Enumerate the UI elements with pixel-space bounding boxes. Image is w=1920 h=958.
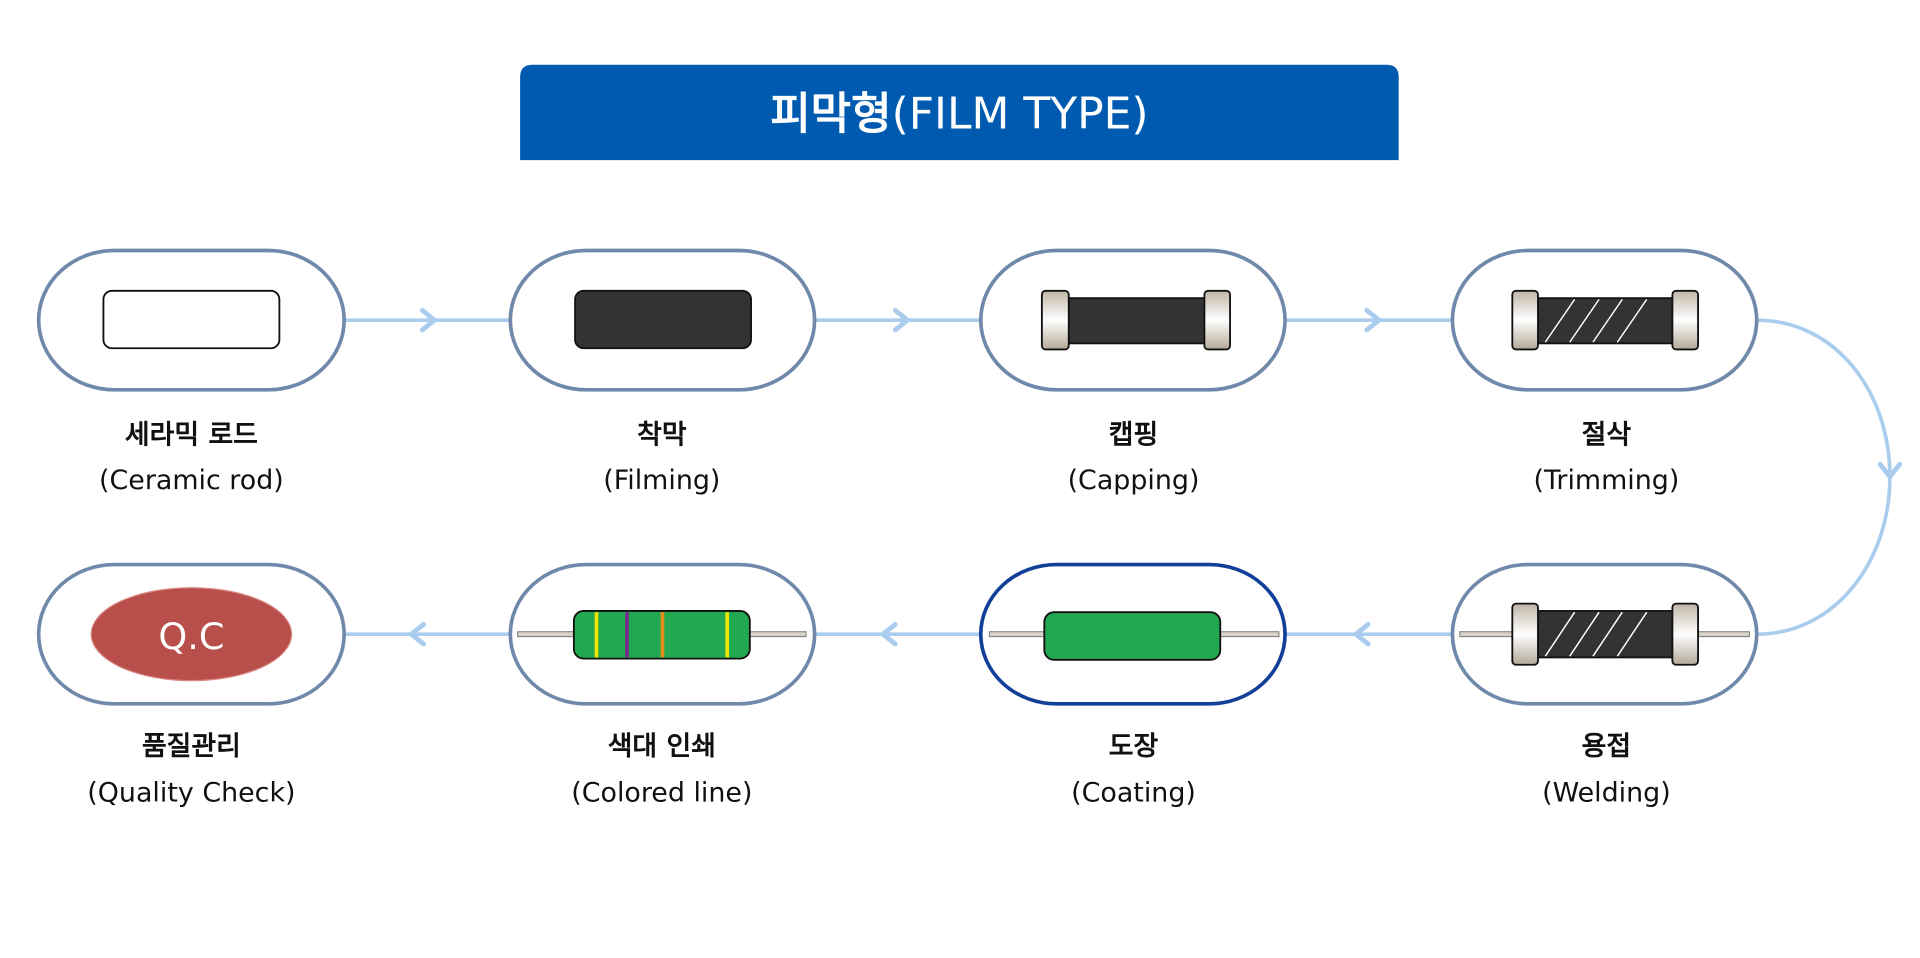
step-coating: 도장 (Coating) bbox=[978, 562, 1287, 809]
arrow-down-icon bbox=[1877, 461, 1903, 479]
connectors bbox=[344, 307, 1903, 647]
qc-badge-text: Q.C bbox=[158, 615, 224, 658]
arrow-left-icon bbox=[880, 621, 898, 647]
coated-resistor-icon bbox=[988, 611, 1280, 661]
step-label-english: (Quality Check) bbox=[87, 778, 295, 809]
step-label-korean: 품질관리 bbox=[142, 731, 241, 762]
step-label-korean: 착막 bbox=[637, 420, 687, 451]
arrow-left-icon bbox=[408, 621, 427, 647]
step-colored-line: 색대 인쇄 (Colored line) bbox=[508, 562, 817, 809]
arrow-right-icon bbox=[1364, 307, 1382, 333]
step-label-korean: 색대 인쇄 bbox=[608, 731, 716, 762]
step-label-korean: 도장 bbox=[1109, 731, 1159, 762]
step-label-english: (Capping) bbox=[1068, 465, 1200, 496]
step-label-english: (Trimming) bbox=[1533, 465, 1679, 496]
arrow-right-icon bbox=[419, 307, 438, 333]
color-banded-resistor-icon bbox=[517, 610, 807, 660]
arrow-left-icon bbox=[1353, 621, 1371, 647]
step-welding: 용접 (Welding) bbox=[1450, 562, 1759, 809]
page-title: 피막형(FILM TYPE) bbox=[770, 88, 1148, 139]
step-label-korean: 세라믹 로드 bbox=[125, 420, 258, 451]
step-quality-check: Q.C 품질관리 (Quality Check) bbox=[36, 562, 346, 809]
welded-resistor-icon bbox=[1459, 602, 1750, 666]
qc-badge-icon: Q.C bbox=[90, 587, 293, 682]
step-capping: 캡핑 (Capping) bbox=[978, 248, 1287, 496]
step-label-korean: 절삭 bbox=[1582, 420, 1632, 451]
step-label-english: (Colored line) bbox=[571, 778, 752, 809]
ceramic-rod-icon bbox=[102, 289, 281, 350]
arrow-right-icon bbox=[892, 307, 910, 333]
step-trimming: 절삭 (Trimming) bbox=[1450, 248, 1759, 496]
step-label-english: (Filming) bbox=[603, 465, 720, 496]
step-label-korean: 캡핑 bbox=[1109, 420, 1158, 451]
step-label-english: (Ceramic rod) bbox=[99, 465, 284, 496]
step-label-english: (Coating) bbox=[1071, 778, 1196, 809]
filmed-rod-icon bbox=[574, 289, 752, 350]
title-english: (FILM TYPE) bbox=[892, 88, 1149, 139]
step-label-english: (Welding) bbox=[1542, 778, 1671, 809]
step-label-korean: 용접 bbox=[1582, 731, 1631, 762]
step-filming: 착막 (Filming) bbox=[508, 248, 817, 496]
title-banner: 피막형(FILM TYPE) bbox=[520, 64, 1399, 161]
title-korean: 피막형 bbox=[770, 88, 891, 139]
step-ceramic-rod: 세라믹 로드 (Ceramic rod) bbox=[36, 248, 346, 496]
trimmed-rod-icon bbox=[1511, 289, 1699, 351]
capped-rod-icon bbox=[1040, 289, 1231, 351]
